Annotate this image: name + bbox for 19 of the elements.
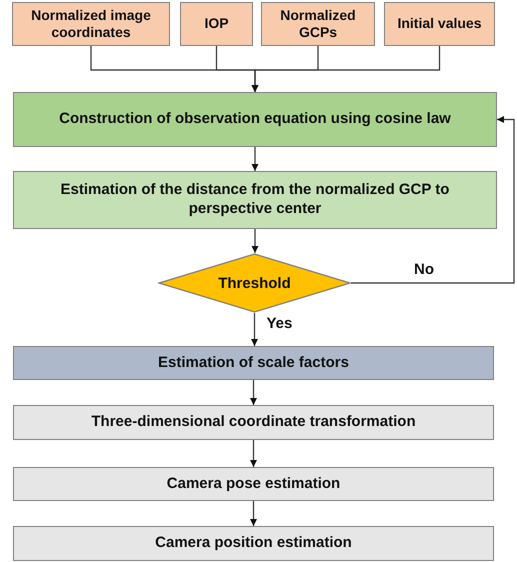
arrow [252, 147, 258, 171]
process-box: Construction of observation equation using cosine law [13, 92, 497, 147]
input-box: Normalized image coordinates [12, 2, 170, 46]
arrow [252, 46, 440, 92]
input-box: Normalized GCPs [261, 2, 375, 46]
decision-label: Threshold [218, 274, 291, 292]
process-box: Three-dimensional coordinate transformation [13, 405, 494, 440]
input-box: IOP [180, 2, 253, 46]
process-box: Camera position estimation [13, 526, 494, 561]
process-box: Estimation of the distance from the normalized GCP to perspective center [13, 171, 497, 229]
input-box: Initial values [384, 2, 495, 46]
arrow [252, 229, 258, 253]
arrow [250, 501, 257, 526]
arrow [250, 380, 257, 405]
arrow [251, 313, 258, 346]
arrow [250, 440, 257, 467]
arrow [351, 116, 515, 284]
process-box: Camera pose estimation [13, 467, 494, 501]
process-box: Estimation of scale factors [13, 346, 494, 380]
